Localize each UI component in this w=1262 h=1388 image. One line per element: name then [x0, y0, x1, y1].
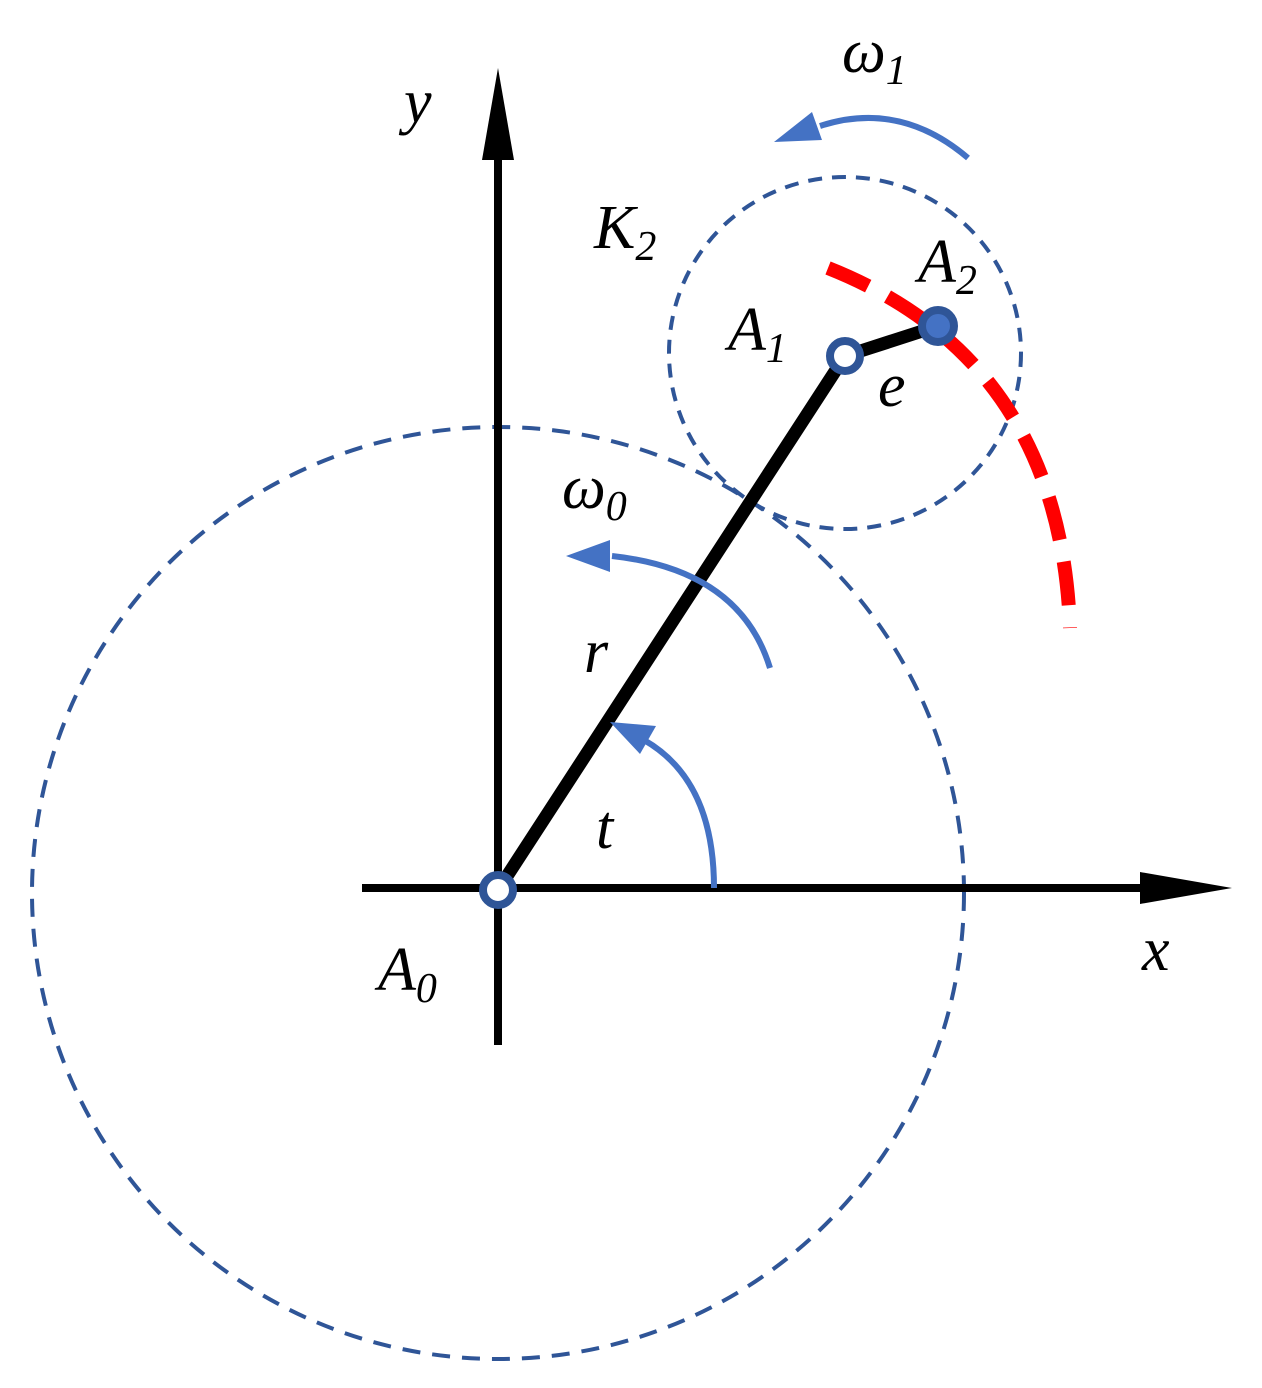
- angle-t-arrowhead: [610, 722, 656, 754]
- omega0-arrowhead: [566, 540, 610, 572]
- joint-a1: [826, 337, 864, 375]
- angle-t-arrow: [642, 737, 717, 889]
- label-r: r: [584, 618, 609, 686]
- omega1-arrowhead: [774, 112, 822, 142]
- label-omega0: ω0: [562, 454, 627, 530]
- label-x-axis: x: [1141, 916, 1170, 984]
- y-axis-arrowhead: [482, 68, 514, 160]
- trajectory-curve: [825, 261, 1077, 629]
- orbit-circle-k2: [667, 175, 1023, 531]
- joint-a0: [479, 871, 517, 909]
- label-e: e: [878, 352, 906, 420]
- label-omega1: ω1: [842, 18, 907, 94]
- label-a0: A0: [374, 936, 437, 1012]
- link-r: [491, 349, 852, 897]
- label-y-axis: y: [398, 68, 432, 136]
- omega0-rotation-arrow: [611, 553, 773, 669]
- label-k2: K2: [593, 194, 656, 270]
- label-a2: A2: [914, 228, 977, 304]
- x-axis-arrowhead: [1140, 872, 1232, 904]
- omega1-rotation-arrow: [819, 114, 970, 161]
- point-a2: [918, 306, 958, 346]
- label-a1: A1: [724, 296, 787, 372]
- label-t: t: [596, 794, 615, 862]
